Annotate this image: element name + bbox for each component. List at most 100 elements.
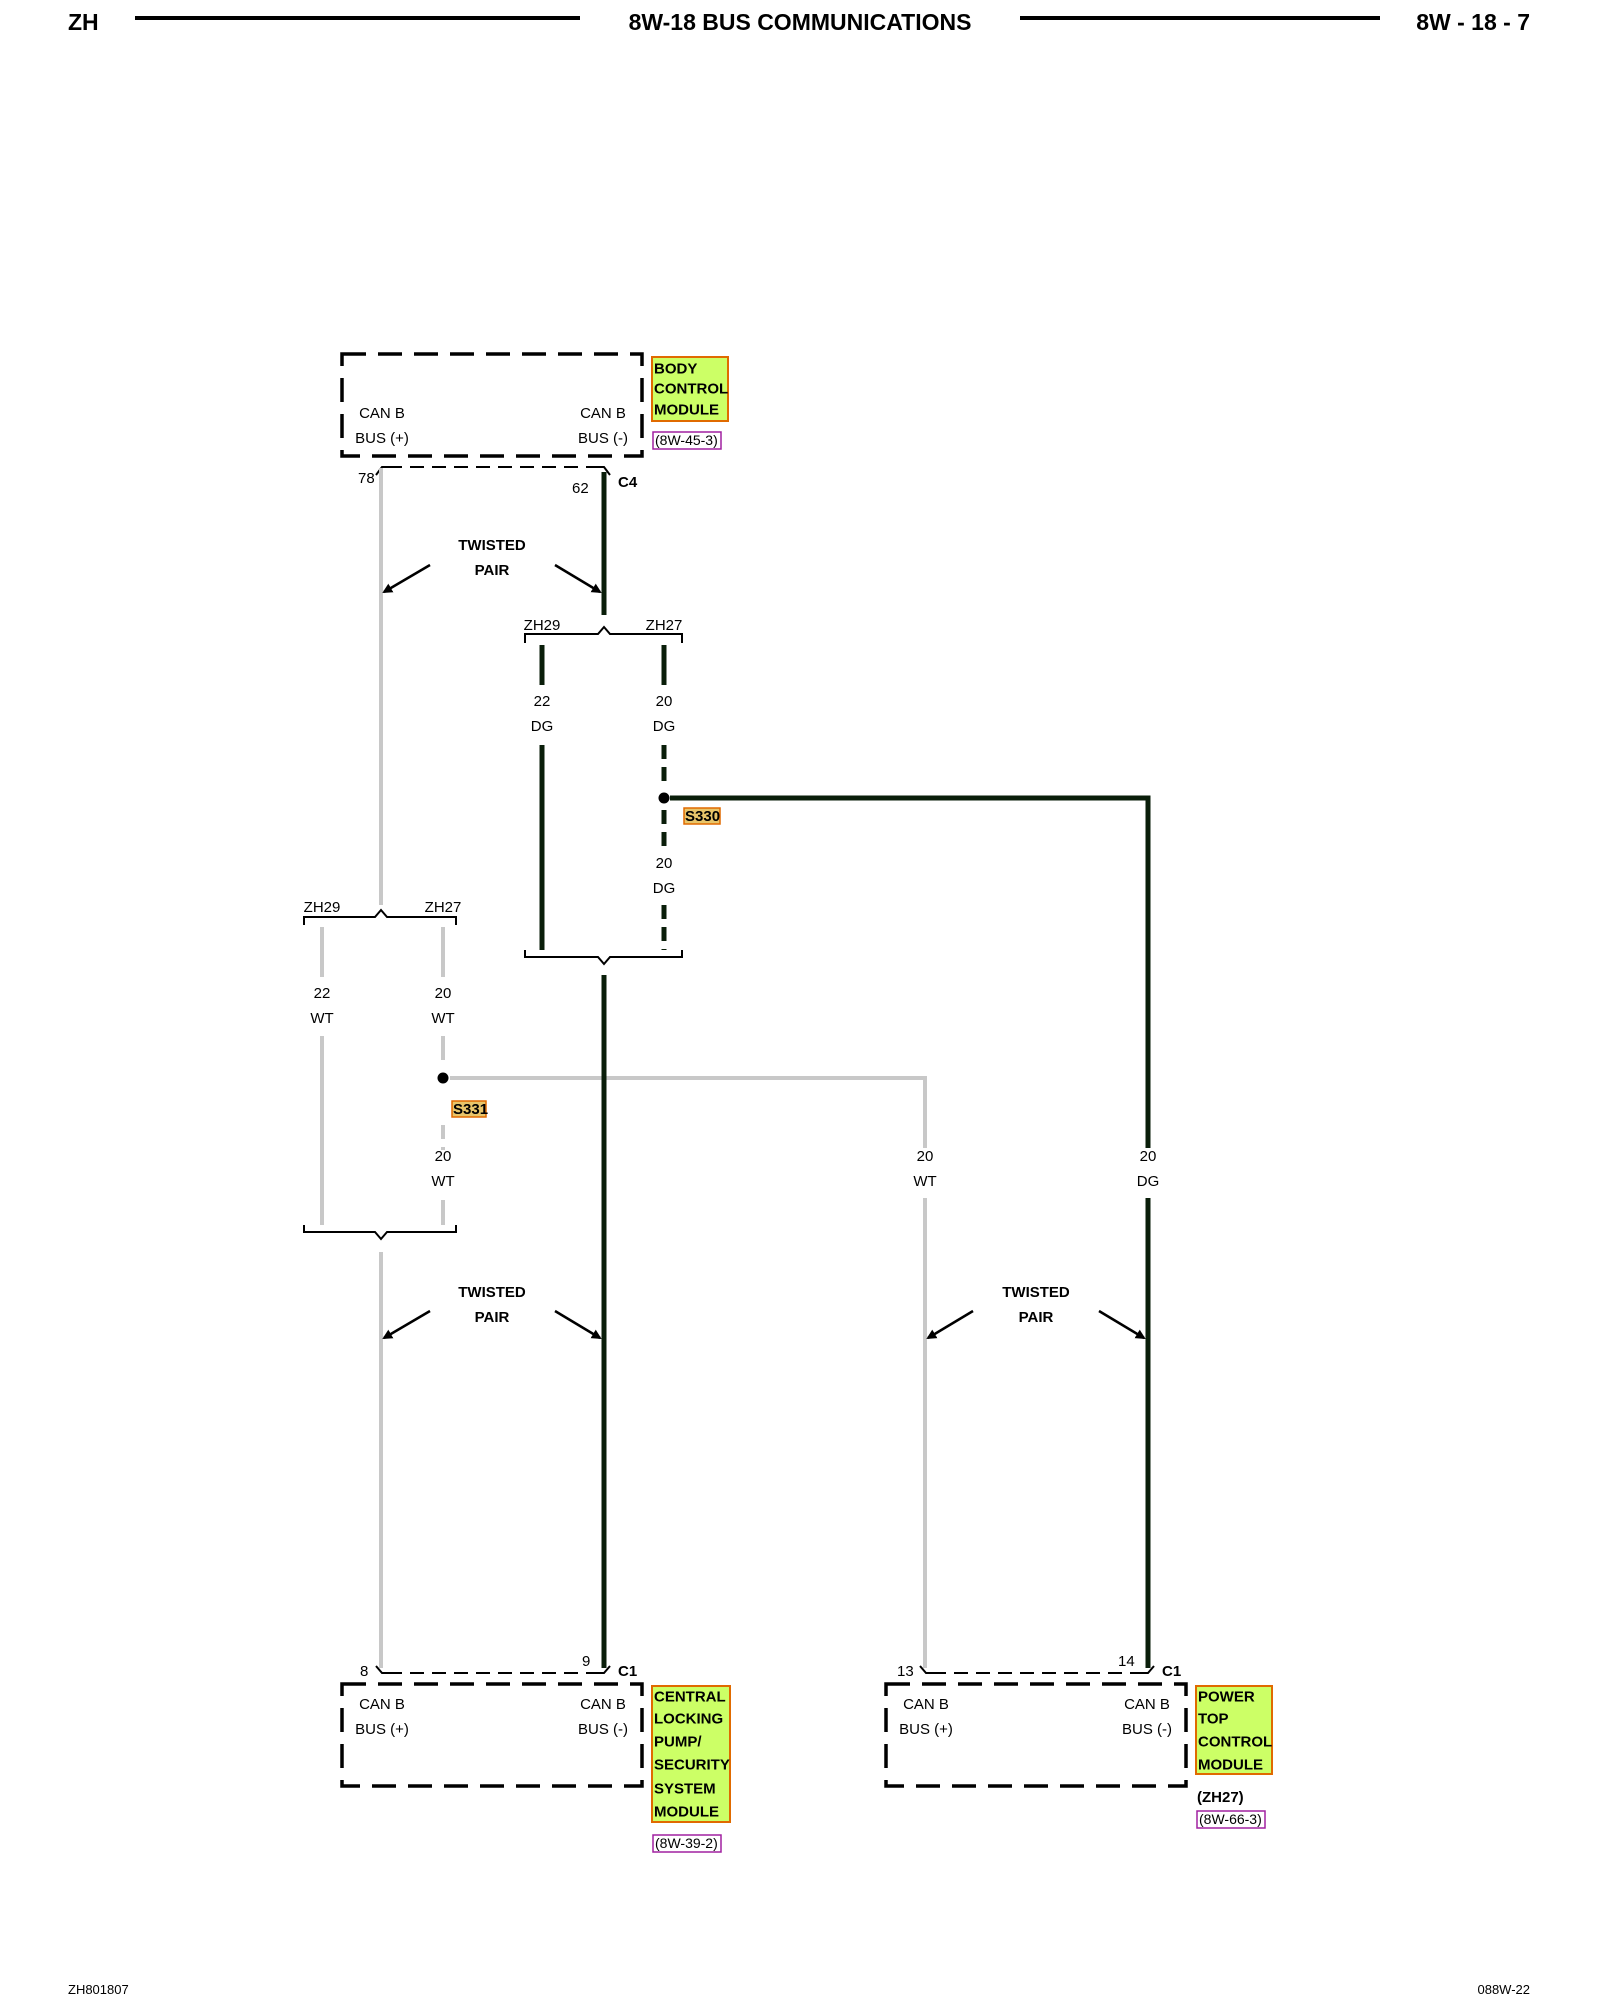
body-control-module: CAN B BUS (+) CAN B BUS (-) BODY CONTROL… [340, 352, 729, 497]
footer-left: ZH801807 [68, 1982, 129, 1997]
wt-wire-s331-branch [450, 1076, 927, 1148]
footer-right: 088W-22 [1477, 1982, 1530, 1997]
ptcm-name-line-3: CONTROL [1198, 1734, 1272, 1751]
splice-s331-highlight [451, 1100, 487, 1118]
ptcm-pin-right-label-1: CAN B [1124, 1696, 1170, 1713]
wt-split-bottom [303, 1225, 457, 1241]
bcm-connector-id: C4 [618, 474, 638, 491]
ptcm-variant: (ZH27) [1197, 1789, 1244, 1806]
clp-connector-cap-right [598, 1665, 611, 1674]
twisted-pair-top-arrow-left [382, 563, 431, 594]
ptcm-ref[interactable]: (8W-66-3) [1199, 1811, 1262, 1827]
ptcm-pin-right-label-2: BUS (-) [1122, 1721, 1172, 1738]
clp-name-line-6: MODULE [654, 1804, 719, 1821]
dg-wire-group [524, 472, 1151, 1668]
header-right: 8W - 18 - 7 [1416, 9, 1530, 35]
bcm-ref[interactable]: (8W-45-3) [655, 432, 718, 448]
twisted-pair-top-line-2: PAIR [475, 562, 510, 579]
clp-name-line-4: SECURITY [654, 1757, 730, 1774]
bcm-name-highlight [651, 356, 729, 422]
wt-variant-right: ZH27 [425, 899, 462, 916]
ptcm-ref-box[interactable] [1196, 1810, 1266, 1829]
clp-name-line-2: LOCKING [654, 1711, 723, 1728]
clp-name-line-1: CENTRAL [654, 1689, 726, 1706]
ptcm-name-line-4: MODULE [1198, 1757, 1263, 1774]
wt-ptcm-color: WT [913, 1173, 936, 1190]
twisted-pair-top: TWISTED PAIR [382, 537, 602, 594]
splice-s330-dot [658, 792, 670, 804]
dg-zh27-gauge: 20 [656, 693, 673, 710]
wt-ptcm-gauge: 20 [917, 1148, 934, 1165]
clp-box [340, 1682, 644, 1788]
dg-wire-s330-branch [670, 795, 1151, 1148]
twisted-pair-left-arrow-right [554, 1309, 602, 1340]
bcm-pin-left: 78 [358, 470, 375, 487]
dg-ptcm-color: DG [1137, 1173, 1160, 1190]
clp-connector-cap-left [375, 1665, 388, 1674]
clp-pin-left-label-2: BUS (+) [355, 1721, 409, 1738]
bcm-pin-left-label-2: BUS (+) [355, 430, 409, 447]
ptcm-connector-cap-right [1142, 1665, 1155, 1674]
clp-pin-right-label-1: CAN B [580, 1696, 626, 1713]
twisted-pair-left: TWISTED PAIR [382, 1284, 602, 1340]
clp-name-highlight [651, 1685, 731, 1823]
clp-pin-left: 8 [360, 1663, 368, 1680]
clp-ref-box[interactable] [652, 1834, 722, 1853]
twisted-pair-left-line-2: PAIR [475, 1309, 510, 1326]
wt-variant-left: ZH29 [304, 899, 341, 916]
twisted-pair-top-arrow-right [554, 563, 602, 594]
twisted-pair-right-line-2: PAIR [1019, 1309, 1054, 1326]
header-left: ZH [68, 9, 99, 35]
twisted-pair-left-line-1: TWISTED [458, 1284, 526, 1301]
wt-zh27-color: WT [431, 1010, 454, 1027]
ptcm-box [884, 1682, 1188, 1788]
bcm-name-line-1: BODY [654, 361, 697, 378]
twisted-pair-right-arrow-right [1098, 1309, 1146, 1340]
ptcm-name-highlight [1195, 1685, 1273, 1775]
clp-pin-right-label-2: BUS (-) [578, 1721, 628, 1738]
ptcm-pin-left: 13 [897, 1663, 914, 1680]
bcm-connector-cap-right [598, 466, 611, 476]
wire-labels: 22 DG 20 DG 20 DG 20 DG 22 WT 20 WT 20 W… [310, 693, 1159, 1190]
bcm-ref-box[interactable] [652, 431, 722, 450]
wt-zh27-gauge: 20 [435, 985, 452, 1002]
dg-zh29-color: DG [531, 718, 554, 735]
twisted-pair-left-arrow-left [382, 1309, 431, 1340]
page-header: ZH 8W-18 BUS COMMUNICATIONS 8W - 18 - 7 [68, 9, 1530, 35]
ptcm-connector-cap-left [919, 1665, 932, 1674]
power-top-control-module: 13 14 C1 CAN B BUS (+) CAN B BUS (-) POW… [884, 1653, 1273, 1829]
bcm-name-line-3: MODULE [654, 402, 719, 419]
ptcm-pin-left-label-2: BUS (+) [899, 1721, 953, 1738]
clp-ref[interactable]: (8W-39-2) [655, 1835, 718, 1851]
white-wire-group [303, 468, 927, 1668]
dg-split-bottom [524, 950, 683, 966]
clp-pin-right: 9 [582, 1653, 590, 1670]
splice-s331-label: S331 [453, 1101, 488, 1118]
wt-zh29-color: WT [310, 1010, 333, 1027]
wt-zh29-gauge: 22 [314, 985, 331, 1002]
dg-zh27-color: DG [653, 718, 676, 735]
twisted-pair-top-line-1: TWISTED [458, 537, 526, 554]
ptcm-pin-left-label-1: CAN B [903, 1696, 949, 1713]
twisted-pair-right-line-1: TWISTED [1002, 1284, 1070, 1301]
bcm-pin-right-label-1: CAN B [580, 405, 626, 422]
ptcm-pin-right: 14 [1118, 1653, 1135, 1670]
twisted-pair-right-arrow-left [926, 1309, 974, 1340]
ptcm-connector-id: C1 [1162, 1663, 1181, 1680]
splice-s330-highlight [683, 807, 721, 825]
dg-s330-color: DG [653, 880, 676, 897]
dg-zh29-gauge: 22 [534, 693, 551, 710]
bcm-connector-cap-left [375, 466, 388, 476]
twisted-pair-right: TWISTED PAIR [926, 1284, 1146, 1340]
clp-name-line-5: SYSTEM [654, 1781, 716, 1798]
dg-s330-gauge: 20 [656, 855, 673, 872]
splice-s330-label: S330 [685, 808, 720, 825]
bcm-pin-left-label-1: CAN B [359, 405, 405, 422]
bcm-box [340, 352, 644, 458]
clp-name-line-3: PUMP/ [654, 1734, 702, 1751]
dg-ptcm-gauge: 20 [1140, 1148, 1157, 1165]
dg-variant-left: ZH29 [524, 617, 561, 634]
bcm-name-line-2: CONTROL [654, 381, 728, 398]
bcm-pin-right-label-2: BUS (-) [578, 430, 628, 447]
